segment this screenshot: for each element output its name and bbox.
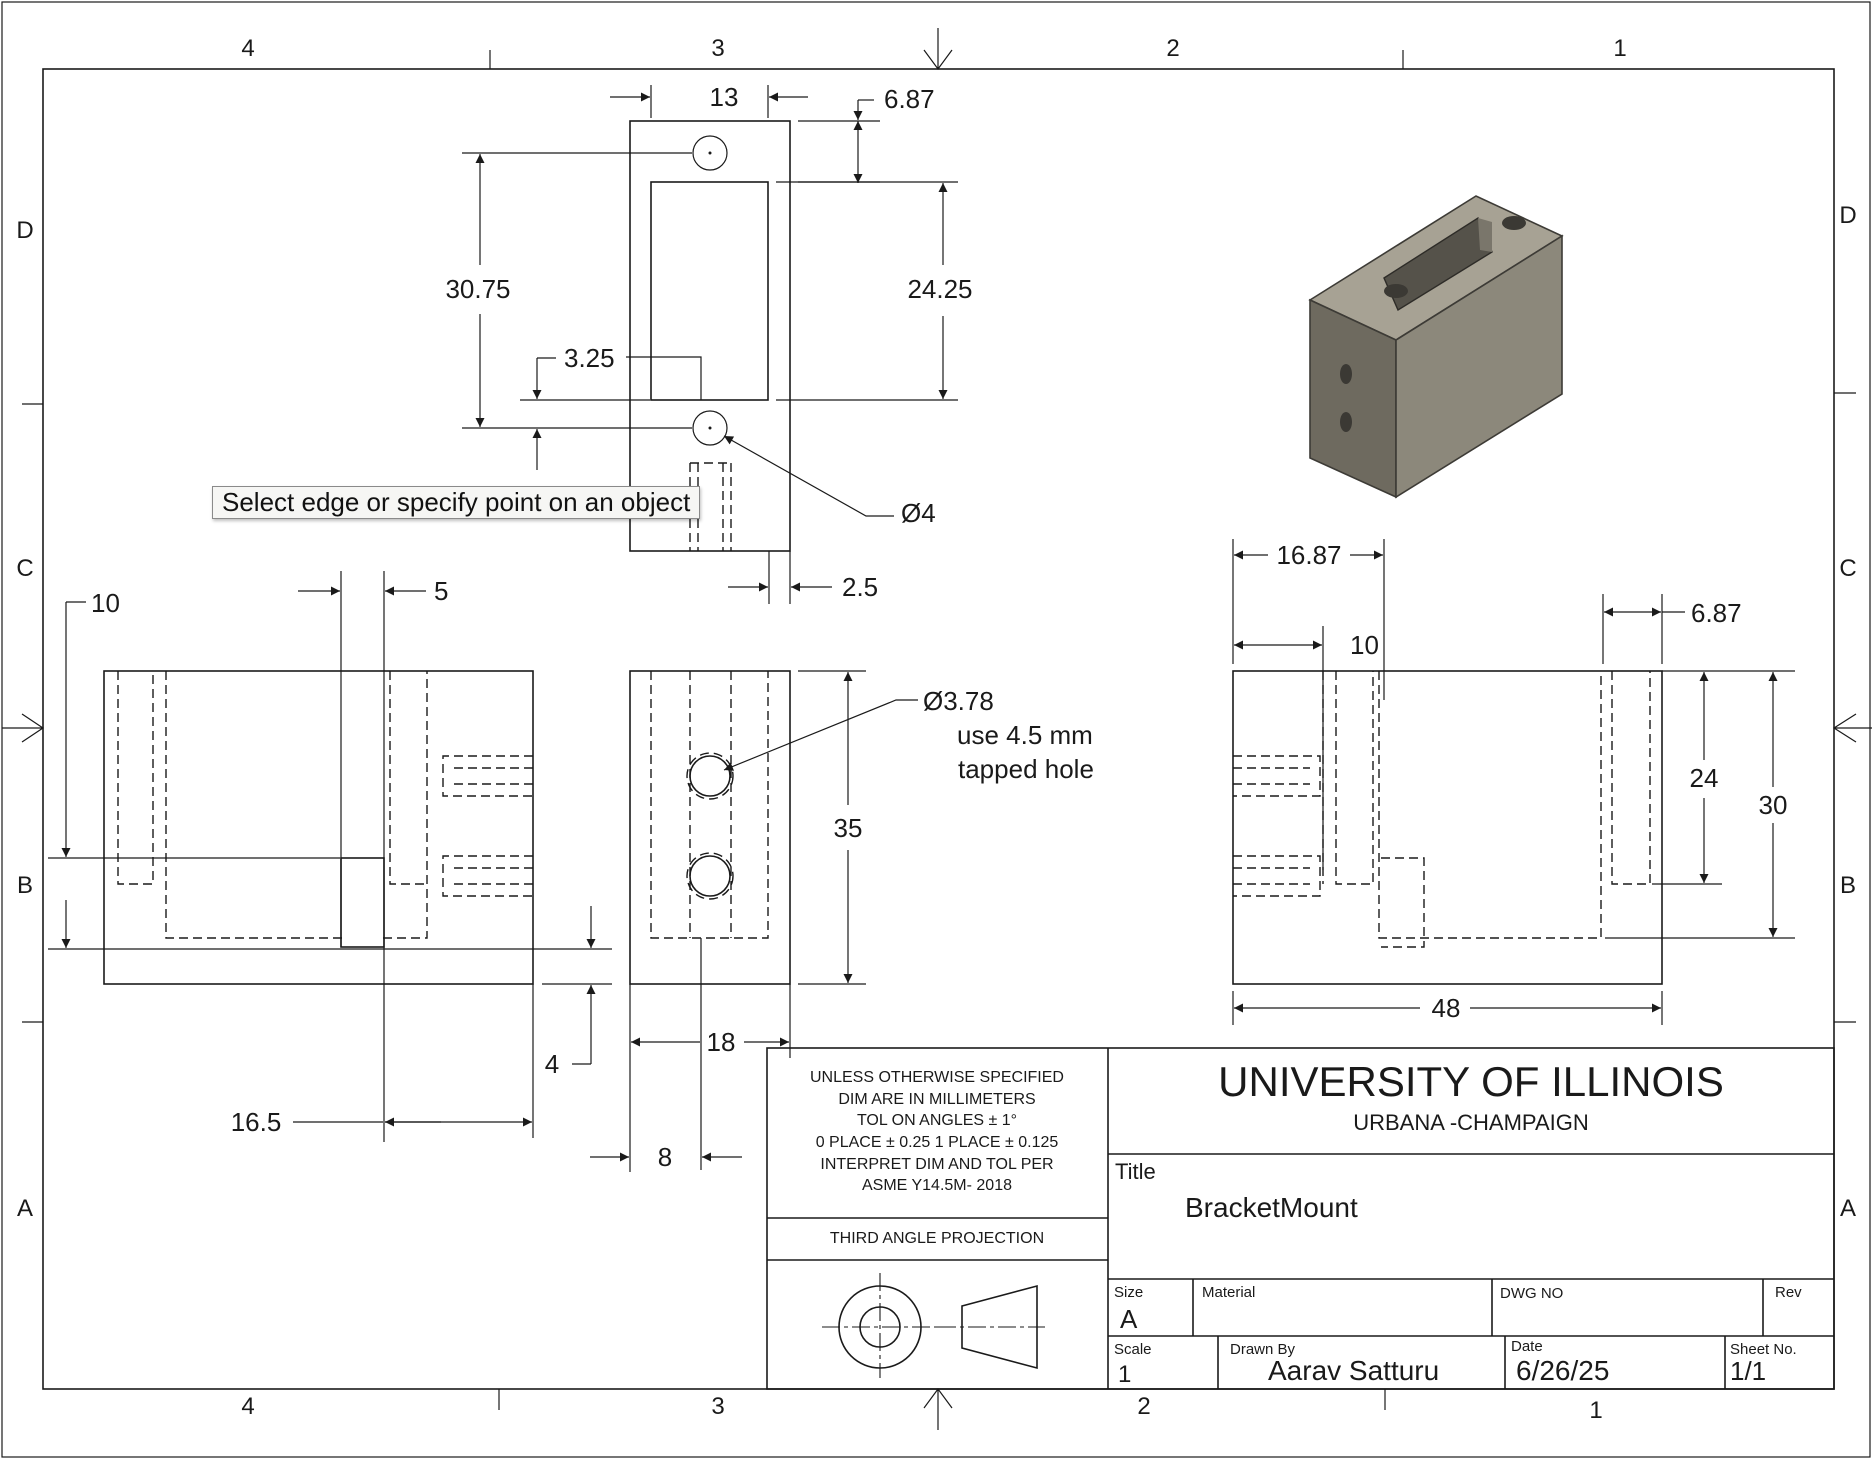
zone-col-bottom-4: 4 bbox=[241, 1393, 254, 1420]
zone-row-right-a: A bbox=[1840, 1195, 1856, 1222]
zone-col-top-2: 2 bbox=[1166, 35, 1179, 62]
dim-top-height[interactable]: 30.75 bbox=[445, 274, 510, 304]
third-angle-projection-symbol bbox=[822, 1273, 1045, 1378]
dim-top-offset[interactable]: 6.87 bbox=[884, 84, 935, 114]
zone-row-left-d: D bbox=[16, 217, 33, 244]
dim-front-16-5[interactable]: 16.5 bbox=[231, 1107, 282, 1137]
zone-row-right-d: D bbox=[1839, 202, 1856, 229]
top-hole-upper[interactable] bbox=[692, 135, 728, 171]
zone-col-top-1: 1 bbox=[1613, 35, 1626, 62]
zone-row-left-b: B bbox=[17, 872, 33, 899]
right-view-dimensions: 16.87 10 6.87 24 30 48 bbox=[1232, 539, 1795, 1025]
title-label: Title bbox=[1115, 1159, 1156, 1184]
dim-side-35[interactable]: 35 bbox=[834, 813, 863, 843]
top-hole-lower[interactable] bbox=[692, 410, 728, 446]
selection-tooltip: Select edge or specify point on an objec… bbox=[212, 486, 701, 519]
drawn-by-label: Drawn By bbox=[1230, 1341, 1296, 1358]
tolerance-note-1: UNLESS OTHERWISE SPECIFIED bbox=[810, 1069, 1064, 1086]
front-view-dimensions: 10 5 4 16.5 bbox=[48, 576, 612, 1138]
dim-top-small[interactable]: 3.25 bbox=[564, 343, 615, 373]
sheet-no-label: Sheet No. bbox=[1730, 1341, 1797, 1358]
dim-tap-diameter[interactable]: Ø3.78 bbox=[923, 686, 994, 716]
right-view[interactable] bbox=[1232, 670, 1663, 985]
tolerance-note-3: TOL ON ANGLES ± 1° bbox=[857, 1112, 1017, 1129]
top-view-dimensions: 13 6.87 30.75 24.25 3.25 Ø4 2.5 bbox=[445, 82, 973, 604]
tolerance-note-2: DIM ARE IN MILLIMETERS bbox=[838, 1091, 1035, 1108]
dim-side-8[interactable]: 8 bbox=[658, 1142, 672, 1172]
dim-front-left[interactable]: 10 bbox=[91, 588, 120, 618]
zone-col-bottom-1: 1 bbox=[1589, 1397, 1602, 1424]
tap-note-line-2: tapped hole bbox=[958, 754, 1094, 784]
date-label: Date bbox=[1511, 1338, 1543, 1355]
zone-col-bottom-3: 3 bbox=[711, 1393, 724, 1420]
title-block bbox=[766, 1047, 1835, 1390]
dwg-no-label: DWG NO bbox=[1500, 1285, 1563, 1302]
sheet-no-value[interactable]: 1/1 bbox=[1730, 1356, 1766, 1386]
side-view-dimensions: 35 18 8 Ø3.78 use 4.5 mm tapped hole bbox=[590, 670, 1094, 1172]
zone-col-top-4: 4 bbox=[241, 35, 254, 62]
drawn-by-value[interactable]: Aarav Satturu bbox=[1268, 1355, 1439, 1386]
title-value[interactable]: BracketMount bbox=[1185, 1192, 1358, 1223]
side-tapped-hole-upper[interactable] bbox=[689, 755, 731, 797]
tolerance-note-5: INTERPRET DIM AND TOL PER bbox=[820, 1156, 1053, 1173]
tap-note-line-1: use 4.5 mm bbox=[957, 720, 1093, 750]
dim-right-24[interactable]: 24 bbox=[1690, 763, 1719, 793]
projection-label: THIRD ANGLE PROJECTION bbox=[830, 1230, 1044, 1247]
zone-row-left-a: A bbox=[17, 1195, 33, 1222]
tolerance-note-4: 0 PLACE ± 0.25 1 PLACE ± 0.125 bbox=[816, 1134, 1059, 1151]
dim-hole-diameter[interactable]: Ø4 bbox=[901, 498, 936, 528]
size-value[interactable]: A bbox=[1120, 1304, 1138, 1334]
zone-row-right-c: C bbox=[1839, 555, 1856, 582]
dim-top-slot[interactable]: 24.25 bbox=[907, 274, 972, 304]
scale-label: Scale bbox=[1114, 1341, 1152, 1358]
dim-right-48[interactable]: 48 bbox=[1432, 993, 1461, 1023]
scale-value[interactable]: 1 bbox=[1118, 1361, 1131, 1388]
dim-right-16-87[interactable]: 16.87 bbox=[1276, 540, 1341, 570]
size-label: Size bbox=[1114, 1284, 1143, 1301]
side-view[interactable] bbox=[629, 670, 791, 1170]
dim-wall-thickness[interactable]: 2.5 bbox=[842, 572, 878, 602]
dim-side-18[interactable]: 18 bbox=[707, 1027, 736, 1057]
dim-right-30[interactable]: 30 bbox=[1759, 790, 1788, 820]
front-view[interactable] bbox=[103, 571, 534, 1142]
zone-row-left-c: C bbox=[16, 555, 33, 582]
date-value[interactable]: 6/26/25 bbox=[1516, 1355, 1609, 1386]
dim-right-10[interactable]: 10 bbox=[1350, 630, 1379, 660]
dim-right-6-87[interactable]: 6.87 bbox=[1691, 598, 1742, 628]
isometric-model[interactable] bbox=[1308, 195, 1564, 499]
zone-row-right-b: B bbox=[1840, 872, 1856, 899]
university-campus: URBANA -CHAMPAIGN bbox=[1353, 1110, 1589, 1135]
dim-top-width[interactable]: 13 bbox=[710, 82, 739, 112]
tolerance-note-6: ASME Y14.5M- 2018 bbox=[862, 1177, 1012, 1194]
zone-col-top-3: 3 bbox=[711, 35, 724, 62]
university-name: UNIVERSITY OF ILLINOIS bbox=[1218, 1058, 1724, 1105]
dim-front-slot-width[interactable]: 5 bbox=[434, 576, 448, 606]
rev-label: Rev bbox=[1775, 1284, 1802, 1301]
zone-col-bottom-2: 2 bbox=[1137, 1393, 1150, 1420]
side-tapped-hole-lower[interactable] bbox=[689, 855, 731, 897]
dim-front-4[interactable]: 4 bbox=[545, 1049, 559, 1079]
material-label: Material bbox=[1202, 1284, 1255, 1301]
